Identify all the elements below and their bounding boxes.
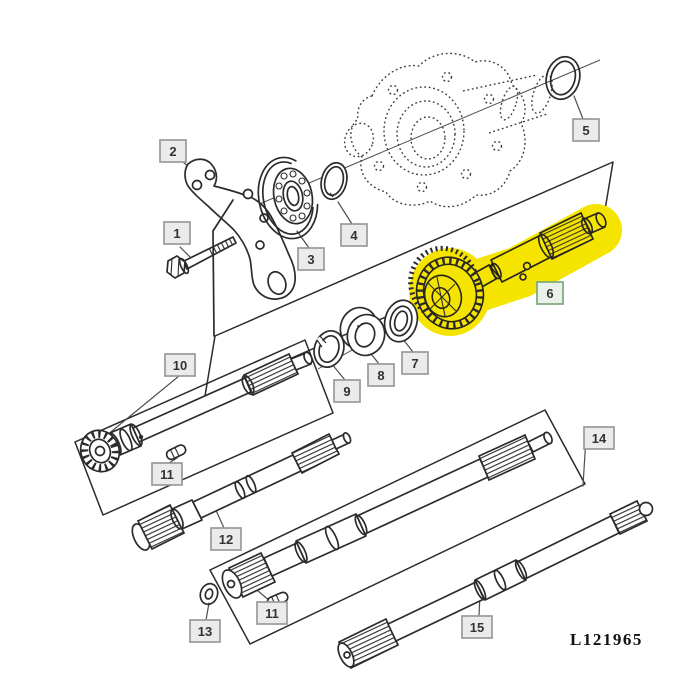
callout-11[interactable]: 11 (256, 601, 288, 625)
part-shaft-12 (131, 432, 352, 551)
svg-text:12: 12 (219, 532, 233, 547)
svg-text:8: 8 (377, 368, 384, 383)
part-snap-ring (313, 329, 345, 369)
part-shaft-14 (221, 431, 553, 599)
svg-text:15: 15 (470, 620, 484, 635)
callout-8[interactable]: 8 (367, 363, 395, 387)
callout-2[interactable]: 2 (159, 139, 187, 163)
svg-text:11: 11 (265, 606, 279, 621)
svg-text:5: 5 (582, 123, 589, 138)
svg-text:14: 14 (592, 431, 607, 446)
callout-9[interactable]: 9 (333, 379, 361, 403)
callout-6[interactable]: 6 (536, 281, 564, 305)
svg-text:13: 13 (198, 624, 212, 639)
svg-text:7: 7 (411, 356, 418, 371)
part-ball-bearing (257, 156, 319, 240)
callout-5[interactable]: 5 (572, 118, 600, 142)
part-shaft-10 (79, 351, 313, 473)
svg-text:1: 1 (173, 226, 180, 241)
callout-7[interactable]: 7 (401, 351, 429, 375)
part-roller-bearing (339, 306, 386, 357)
callout-15[interactable]: 15 (461, 615, 493, 639)
part-bracket (184, 158, 297, 337)
group-box-bottom (209, 409, 586, 645)
svg-text:3: 3 (307, 252, 314, 267)
callout-12[interactable]: 12 (210, 527, 242, 551)
callout-3[interactable]: 3 (297, 247, 325, 271)
part-seal-13 (199, 582, 219, 606)
part-pin-11a (165, 444, 187, 461)
callout-13[interactable]: 13 (189, 619, 221, 643)
part-seal-ring (320, 161, 348, 201)
group-box-middle (74, 339, 334, 516)
part-gear-shaft-highlighted (408, 204, 622, 336)
svg-text:6: 6 (546, 286, 553, 301)
svg-text:11: 11 (160, 467, 174, 482)
svg-text:2: 2 (169, 144, 176, 159)
svg-text:4: 4 (350, 228, 358, 243)
housing-outline (343, 52, 553, 208)
part-bolt (166, 236, 237, 279)
figure-code: L121965 (570, 630, 643, 649)
svg-text:10: 10 (173, 358, 187, 373)
part-o-ring (545, 55, 581, 101)
part-shaft-15 (337, 499, 654, 670)
callout-14[interactable]: 14 (583, 426, 615, 450)
svg-text:9: 9 (343, 384, 350, 399)
callout-10[interactable]: 10 (164, 353, 196, 377)
callout-11[interactable]: 11 (151, 462, 183, 486)
part-washer (383, 299, 419, 343)
callout-1[interactable]: 1 (163, 221, 191, 245)
callout-4[interactable]: 4 (340, 223, 368, 247)
